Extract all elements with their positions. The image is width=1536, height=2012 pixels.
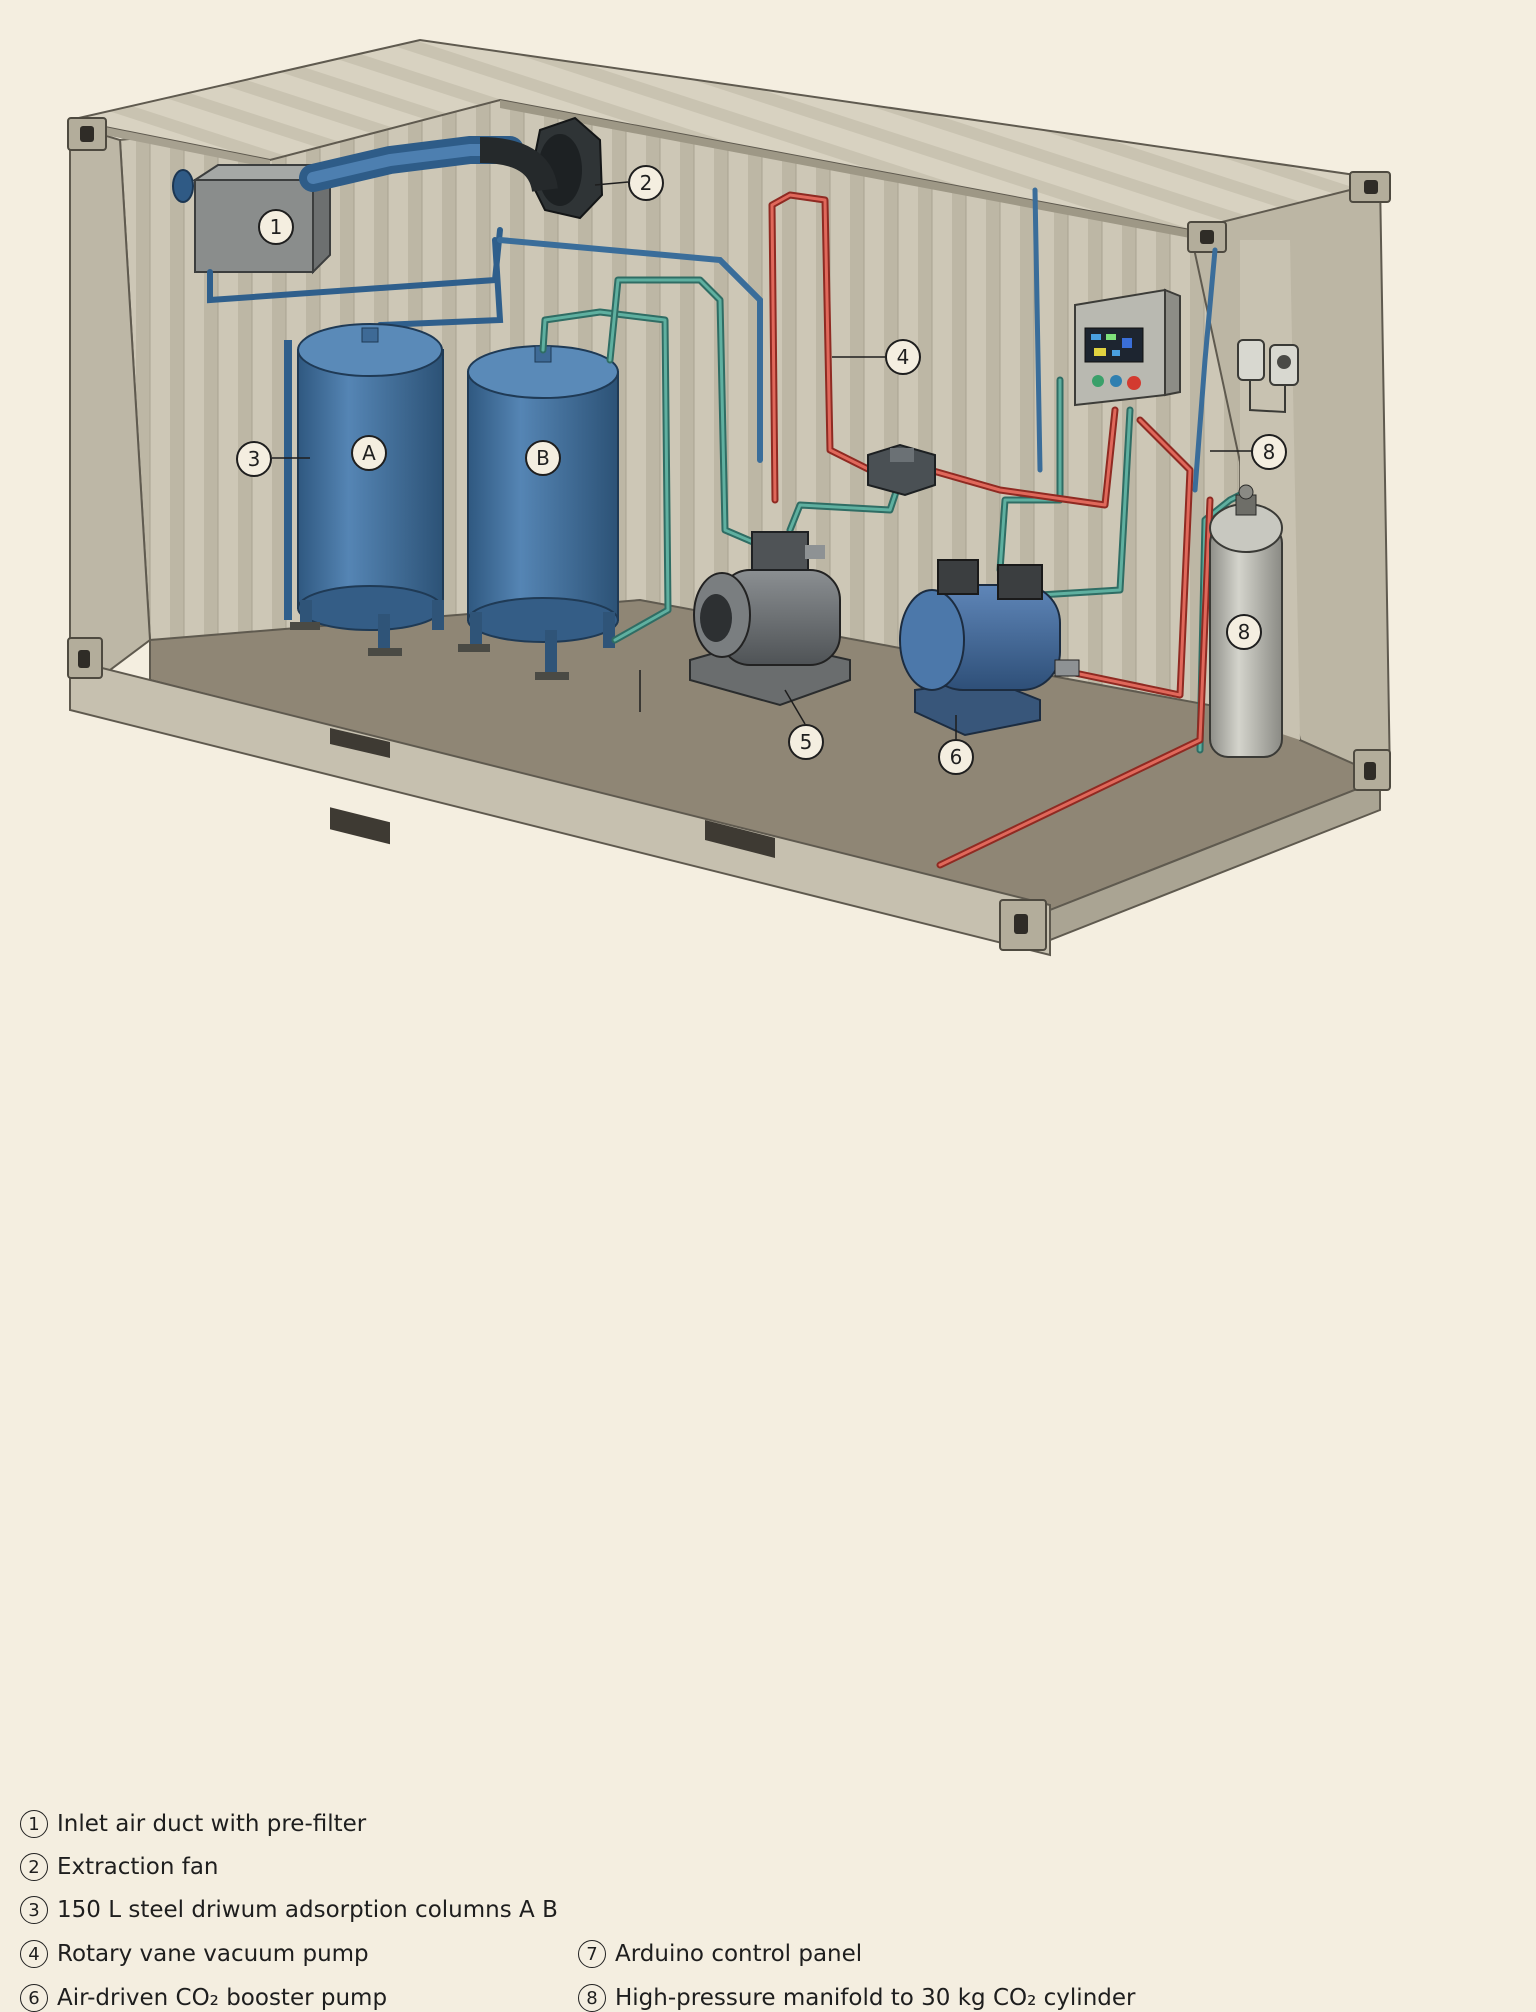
legend-item-4: 4 Rotary vane vacuum pump (20, 1940, 369, 1968)
leader-lines (272, 181, 1253, 739)
booster-pump-blue (899, 559, 1080, 737)
process-pipes-green (539, 247, 1244, 754)
svg-text:2: 2 (640, 171, 653, 195)
container-base (69, 658, 1051, 957)
svg-text:8: 8 (1238, 620, 1251, 644)
extraction-fan (479, 116, 604, 220)
callouts: 1 2 3 A B 4 5 6 (236, 165, 1287, 775)
legend-number: 6 (20, 1984, 48, 2012)
callout-1: 1 (258, 209, 294, 245)
svg-text:B: B (536, 446, 550, 470)
svg-text:3: 3 (248, 447, 261, 471)
svg-text:1: 1 (270, 215, 283, 239)
legend-label: Air-driven CO₂ booster pump (57, 1985, 388, 2011)
legend-label: Inlet air duct with pre-filter (57, 1811, 367, 1837)
callout-a: A (351, 435, 387, 471)
legend-label: Arduino control panel (615, 1941, 863, 1967)
callout-2: 2 (628, 165, 664, 201)
legend-number: 8 (578, 1984, 606, 2012)
callout-6: 6 (938, 739, 974, 775)
svg-text:4: 4 (897, 345, 910, 369)
callout-8-manifold: 8 (1251, 434, 1287, 470)
legend-item-8: 8 High-pressure manifold to 30 kg CO₂ cy… (578, 1984, 1135, 2012)
legend-label: Extraction fan (57, 1854, 219, 1880)
callout-b: B (525, 440, 561, 476)
legend-label: High-pressure manifold to 30 kg CO₂ cyli… (615, 1985, 1136, 2011)
callout-4: 4 (885, 339, 921, 375)
legend-item-6: 6 Air-driven CO₂ booster pump (20, 1984, 387, 2012)
legend-item-3: 3 150 L steel driwum adsorption columns … (20, 1896, 558, 1924)
adsorption-column-b (458, 345, 619, 680)
adsorption-column-a (284, 323, 444, 656)
valve-block (867, 443, 936, 497)
pressure-gauges (1237, 339, 1299, 414)
svg-text:6: 6 (950, 745, 963, 769)
legend-number: 3 (20, 1896, 48, 1924)
process-pipes-red (768, 191, 1214, 869)
svg-text:5: 5 (800, 730, 813, 754)
callout-5: 5 (788, 724, 824, 760)
callout-3: 3 (236, 441, 272, 477)
legend-number: 1 (20, 1810, 48, 1838)
vacuum-pump-grey (689, 531, 851, 707)
diagram-canvas: 1 2 3 A B 4 5 6 (20, 38, 1392, 2012)
callout-8-cylinder: 8 (1226, 614, 1262, 650)
legend-number: 7 (578, 1940, 606, 1968)
legend-item-7: 7 Arduino control panel (578, 1940, 862, 1968)
legend-item-2: 2 Extraction fan (20, 1853, 219, 1881)
legend-item-1: 1 Inlet air duct with pre-filter (20, 1810, 366, 1838)
legend-label: 150 L steel driwum adsorption columns A … (57, 1897, 558, 1923)
legend-number: 2 (20, 1853, 48, 1881)
legend-number: 4 (20, 1940, 48, 1968)
control-panel (1074, 288, 1181, 407)
svg-text:8: 8 (1263, 440, 1276, 464)
container-illustration: 1 2 3 A B 4 5 6 (67, 38, 1392, 957)
legend-label: Rotary vane vacuum pump (57, 1941, 369, 1967)
svg-text:A: A (362, 441, 376, 465)
